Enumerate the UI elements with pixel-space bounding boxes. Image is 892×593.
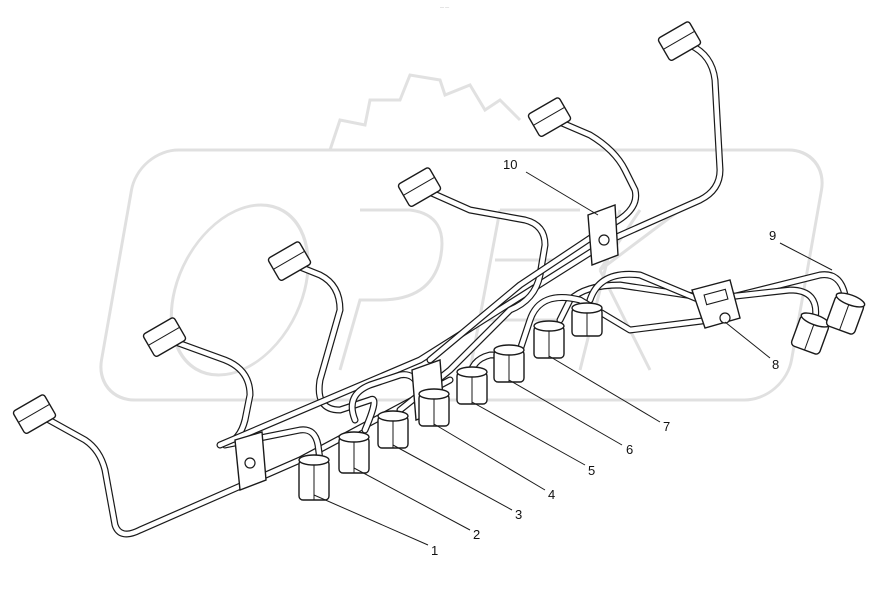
fuel-tube-7	[586, 270, 820, 324]
top-nut-c	[267, 241, 312, 281]
leader-7	[548, 355, 661, 423]
callout-labels: 1 2 3 4 5 6 7 8 9 10	[431, 157, 779, 558]
pump-nut-6	[493, 344, 525, 383]
pump-nut-7	[533, 320, 565, 359]
callout-6: 6	[626, 442, 633, 457]
watermark-gear-icon	[300, 73, 522, 152]
leader-4	[433, 423, 546, 491]
pump-nut-9	[790, 312, 831, 355]
clamp-upper	[587, 204, 619, 266]
pump-nut-8	[571, 302, 603, 337]
callout-2: 2	[473, 527, 480, 542]
leader-6	[508, 379, 623, 446]
fuel-tube-4	[396, 186, 549, 414]
callout-7: 7	[663, 419, 670, 434]
leader-10	[525, 171, 599, 216]
leader-8	[724, 321, 771, 359]
top-nut-b	[142, 317, 187, 357]
clamp-right	[691, 279, 741, 329]
pump-nut-4	[418, 388, 450, 427]
callout-3: 3	[515, 507, 522, 522]
leader-5	[471, 401, 586, 466]
top-nut-a	[12, 394, 57, 434]
leader-1	[313, 494, 429, 546]
pump-nut-2	[338, 431, 370, 474]
clamp-brackets	[234, 204, 741, 491]
callout-8: 8	[772, 357, 779, 372]
top-nut-d	[397, 167, 442, 207]
callout-10: 10	[503, 157, 517, 172]
pump-nut-3	[377, 410, 409, 449]
fuel-tubes	[36, 41, 849, 538]
header-mark: — —	[440, 4, 449, 9]
pump-nut-10	[825, 292, 866, 335]
top-nut-e	[527, 97, 572, 137]
callout-1: 1	[431, 543, 438, 558]
clamp-left	[234, 431, 267, 491]
leader-lines	[313, 171, 833, 546]
pump-nut-5	[456, 366, 488, 405]
fuel-tube-rail	[216, 41, 724, 449]
fuel-tube-5	[426, 116, 640, 364]
fuel-tube-1	[36, 376, 454, 538]
callout-9: 9	[769, 228, 776, 243]
pump-nuts	[298, 292, 866, 501]
callout-5: 5	[588, 463, 595, 478]
leader-9	[779, 242, 833, 271]
leader-3	[392, 444, 513, 511]
injector-nuts	[12, 21, 702, 434]
callout-4: 4	[548, 487, 555, 502]
fuel-tube-8	[516, 294, 714, 354]
pump-nut-1	[298, 454, 330, 501]
top-nut-f	[657, 21, 702, 61]
fuel-tube-6	[556, 271, 849, 324]
leader-2	[353, 467, 471, 531]
